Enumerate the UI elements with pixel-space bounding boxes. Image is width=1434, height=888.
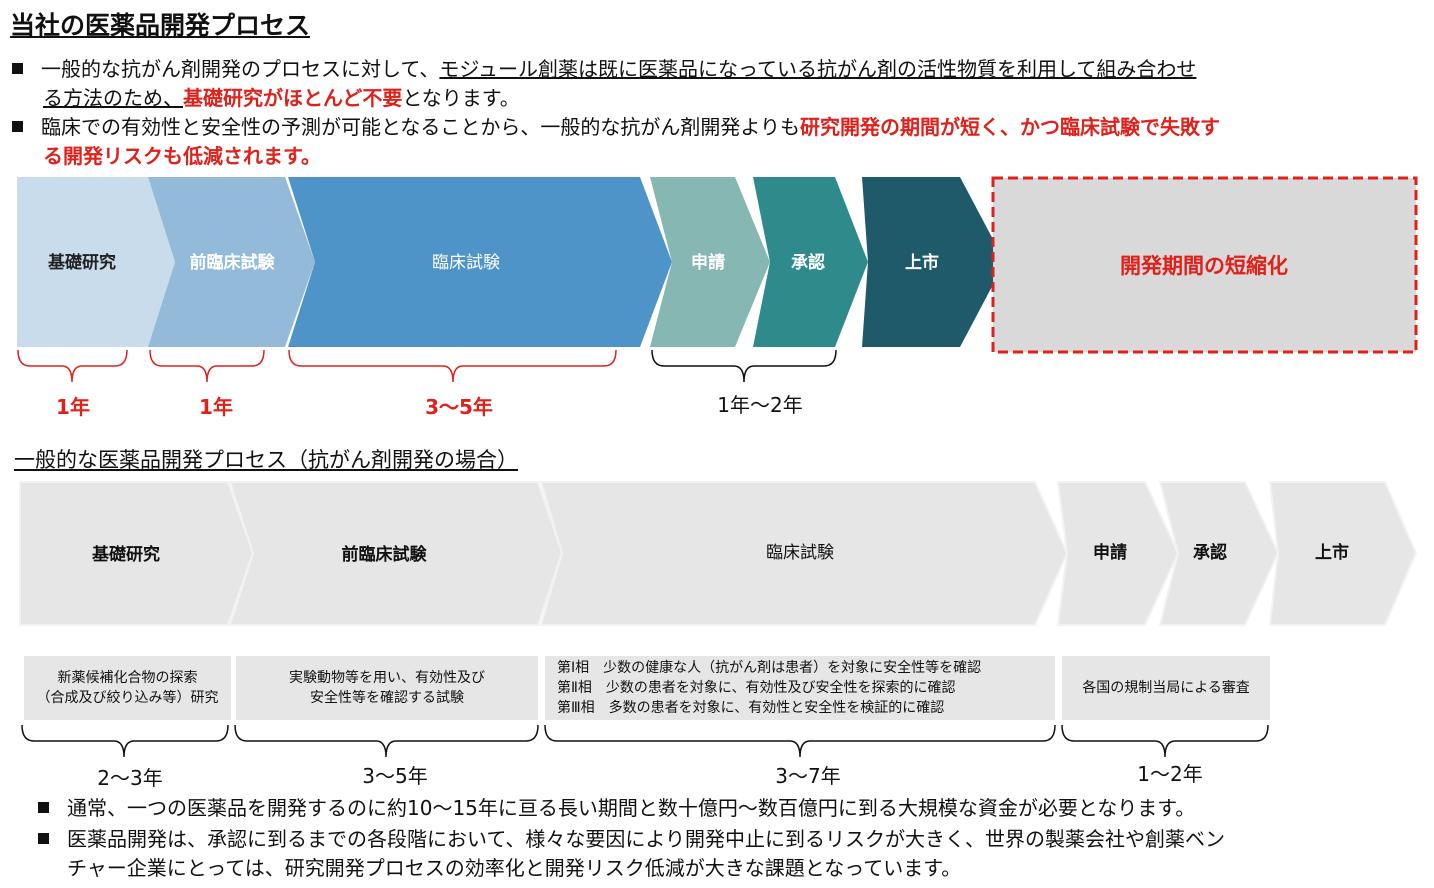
- company-process: 基礎研究 前臨床試験 臨床試験 申請 承認 上市 開発期間の短縮化 1年 1年 …: [17, 176, 1418, 419]
- duration-label: 2～3年: [97, 766, 162, 790]
- stage-application: [1056, 481, 1180, 626]
- bullet-square-icon: [12, 121, 23, 132]
- duration-label: 3～5年: [362, 764, 427, 788]
- bullet-highlight: 研究開発の期間が短く、かつ臨床試験で失敗す: [800, 115, 1220, 139]
- bullet-text: 医薬品開発は、承認に到るまでの各段階において、様々な要因により開発中止に到るリス…: [67, 827, 1225, 851]
- stage-label: 基礎研究: [47, 252, 116, 273]
- stage-clinical: [288, 177, 672, 347]
- highlight-label: 開発期間の短縮化: [1120, 254, 1288, 278]
- desc-line: （合成及び絞り込み等）研究: [36, 690, 219, 706]
- stage-preclinical: [228, 481, 564, 626]
- stage-label: 申請: [1093, 542, 1127, 563]
- section-title: 一般的な医薬品開発プロセス（抗がん剤開発の場合）: [14, 448, 518, 472]
- bullet-text-underlined: モジュール創薬は既に医薬品になっている抗がん剤の活性物質を利用して組み合わせ: [439, 57, 1197, 81]
- desc-clinical: 第Ⅰ相 少数の健康な人（抗がん剤は患者）を対象に安全性等を確認第Ⅱ相 少数の患者…: [545, 656, 1055, 720]
- duration-label: 1年: [199, 395, 233, 419]
- bullet-text-underlined: る方法のため、: [43, 86, 183, 110]
- desc-line: 第Ⅲ相 多数の患者を対象に、有効性と安全性を検証的に確認: [557, 700, 945, 716]
- bullet-text: チャー企業にとっては、研究開発プロセスの効率化と開発リスク低減が大きな課題となっ…: [67, 856, 962, 880]
- stage-label: 申請: [691, 252, 725, 273]
- bullet-2: 臨床での有効性と安全性の予測が可能となることから、一般的な抗がん剤開発よりも研究…: [12, 113, 1220, 171]
- stage-preclinical: [148, 177, 315, 347]
- brace: [288, 349, 617, 383]
- bullet-square-icon: [12, 63, 23, 74]
- stage-basic-research: [17, 177, 175, 347]
- stage-clinical: [539, 481, 1069, 626]
- bullet-highlight: 基礎研究がほとんど不要: [183, 86, 403, 110]
- general-process: [19, 481, 1418, 626]
- bullet-3: 通常、一つの医薬品を開発するのに約10～15年に亘る長い期間と数十億円～数百億円…: [38, 794, 1195, 823]
- desc-line: 第Ⅰ相 少数の健康な人（抗がん剤は患者）を対象に安全性等を確認: [557, 660, 982, 676]
- stage-label: 承認: [791, 252, 825, 273]
- bullet-4: 医薬品開発は、承認に到るまでの各段階において、様々な要因により開発中止に到るリス…: [38, 825, 1225, 883]
- stage-approval: [753, 177, 868, 347]
- stage-launch: [1268, 481, 1418, 626]
- desc-line: 安全性等を確認する試験: [310, 690, 464, 706]
- brace: [651, 349, 837, 383]
- duration-label: 1年～2年: [717, 393, 802, 417]
- bullet-text: となります。: [402, 86, 520, 110]
- desc-line: 第Ⅱ相 少数の患者を対象に、有効性及び安全性を探索的に確認: [557, 680, 956, 696]
- page-title: 当社の医薬品開発プロセス: [10, 11, 311, 40]
- stage-label: 前臨床試験: [190, 252, 276, 273]
- duration-label: 3～7年: [775, 764, 840, 788]
- shortened-period-box: [991, 176, 1418, 354]
- bullet-text: 一般的な抗がん剤開発のプロセスに対して、: [41, 57, 440, 81]
- stage-launch: [862, 177, 1005, 347]
- stage-label: 臨床試験: [766, 543, 834, 563]
- duration-label: 3～5年: [425, 395, 493, 419]
- stage-application: [650, 177, 770, 347]
- stage-label: 基礎研究: [91, 544, 160, 565]
- duration-label: 1年: [56, 395, 90, 419]
- desc-line: 各国の規制当局による審査: [1082, 680, 1250, 696]
- bullet-square-icon: [38, 833, 49, 844]
- duration-label: 1～2年: [1137, 762, 1202, 786]
- stage-approval: [1158, 481, 1280, 626]
- desc-line: 実験動物等を用い、有効性及び: [289, 670, 485, 686]
- stage-label: 上市: [1315, 542, 1349, 563]
- brace: [21, 724, 229, 758]
- stage-label: 臨床試験: [432, 253, 500, 273]
- desc-line: 新薬候補化合物の探索: [57, 670, 198, 686]
- desc-preclinical: 実験動物等を用い、有効性及び安全性等を確認する試験: [236, 656, 538, 720]
- bullet-1: 一般的な抗がん剤開発のプロセスに対して、モジュール創薬は既に医薬品になっている抗…: [12, 55, 1196, 113]
- brace: [17, 349, 128, 383]
- bullet-highlight: る開発リスクも低減されます。: [43, 144, 321, 168]
- stage-label: 上市: [905, 252, 939, 273]
- bullet-text: 臨床での有効性と安全性の予測が可能となることから、一般的な抗がん剤開発よりも: [41, 115, 800, 139]
- bullet-square-icon: [38, 802, 49, 813]
- desc-approval: 各国の規制当局による審査: [1062, 656, 1270, 720]
- brace: [544, 724, 1056, 758]
- bullet-text: 通常、一つの医薬品を開発するのに約10～15年に亘る長い期間と数十億円～数百億円…: [67, 796, 1196, 820]
- brace: [149, 349, 265, 383]
- stage-label: 承認: [1193, 542, 1227, 563]
- desc-basic-research: 新薬候補化合物の探索 （合成及び絞り込み等）研究: [24, 656, 231, 720]
- brace: [1061, 724, 1269, 758]
- stage-label: 前臨床試験: [342, 544, 428, 565]
- brace: [234, 724, 539, 758]
